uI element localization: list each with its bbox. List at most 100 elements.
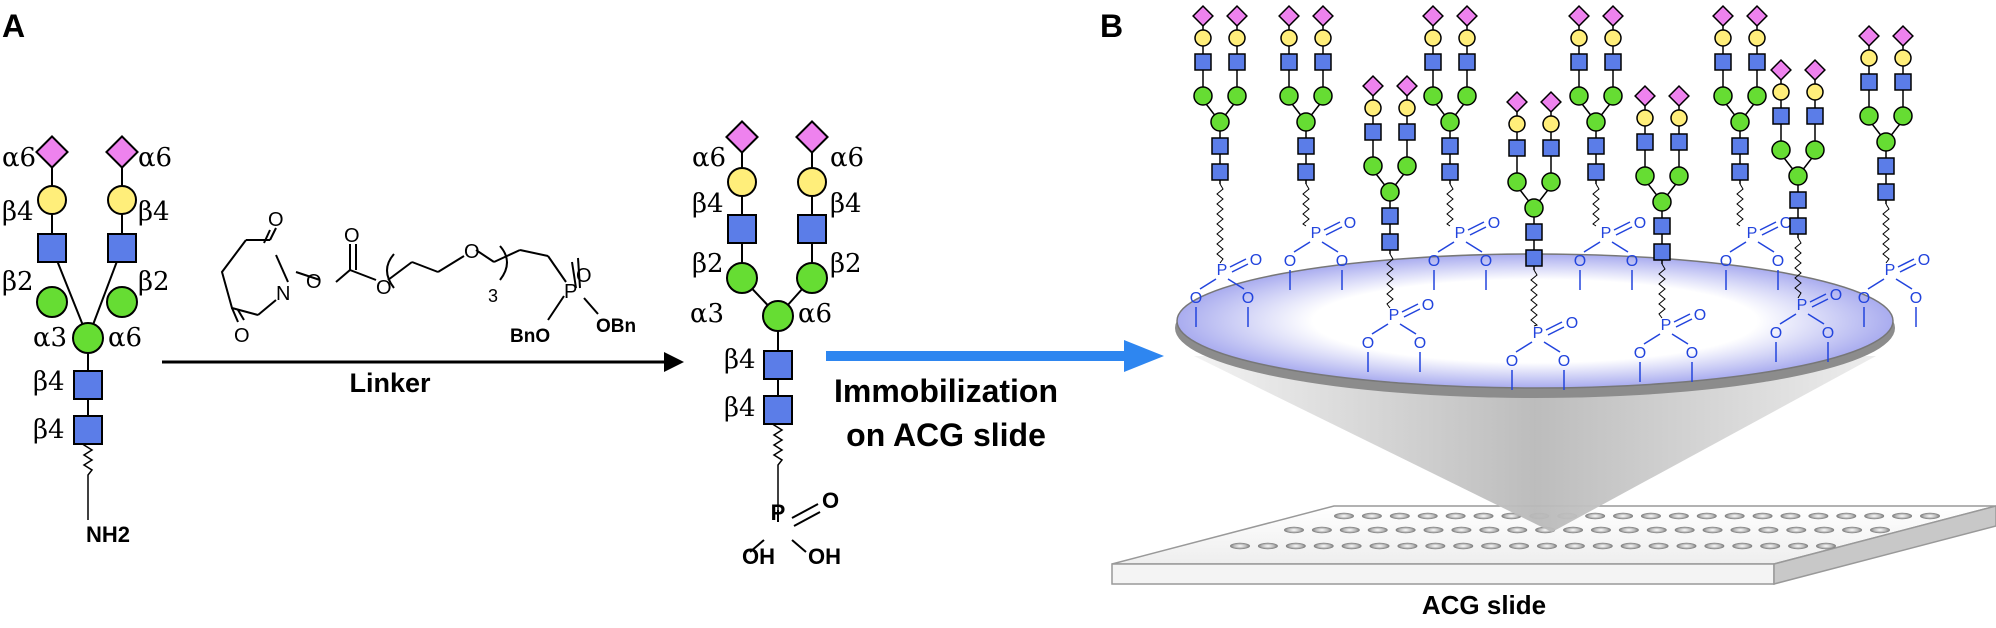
bond — [1437, 241, 1455, 253]
linkage-label: β2 — [692, 249, 724, 279]
mannose-circle — [1507, 172, 1527, 192]
bond — [1543, 341, 1561, 353]
slide-well — [1592, 542, 1613, 550]
slide-well — [1590, 526, 1611, 534]
glcnac-square — [1228, 53, 1246, 71]
galactose-circle — [1636, 109, 1654, 127]
galactose-circle — [1424, 29, 1442, 47]
slide-well — [1814, 526, 1835, 534]
double-bond — [1673, 313, 1691, 323]
phosphorus-atom: P — [1455, 225, 1466, 242]
slide-well — [1341, 542, 1362, 550]
slide-well — [1646, 526, 1667, 534]
glcnac-square — [1653, 243, 1671, 261]
glcnac-square — [1877, 157, 1895, 175]
slide-well — [1284, 526, 1304, 534]
sialic-acid-diamond — [1226, 5, 1248, 27]
double-bond — [1675, 318, 1693, 328]
mannose-circle — [1457, 86, 1477, 106]
slide-well — [1864, 512, 1885, 520]
slide-well — [1230, 542, 1250, 550]
mannose-circle — [1876, 132, 1896, 152]
bond — [1757, 241, 1775, 253]
oxygen-atom: O — [1918, 252, 1930, 269]
double-bond — [1401, 303, 1419, 313]
mannose-circle — [1380, 182, 1400, 202]
galactose-circle — [727, 167, 757, 197]
slide-well — [1507, 526, 1528, 534]
slide-well — [1369, 542, 1390, 550]
glcnac-square — [1653, 217, 1671, 235]
mannose-circle — [1210, 112, 1230, 132]
linkage-label: α6 — [108, 323, 142, 353]
mannose-circle — [762, 300, 794, 332]
glcnac-square — [1894, 73, 1912, 91]
panel-label-a: A — [2, 8, 25, 44]
mannose-circle — [1603, 86, 1623, 106]
spacer — [1302, 183, 1310, 227]
linkage-label: β2 — [830, 249, 862, 279]
linker-bonds — [220, 227, 599, 323]
galactose-circle — [1228, 29, 1246, 47]
magnification-cone — [1194, 356, 1876, 532]
oxygen-atom: O — [1558, 353, 1570, 370]
reaction-arrow — [162, 352, 684, 372]
double-bond — [1809, 293, 1827, 303]
glcnac-square — [1670, 133, 1688, 151]
oxygen-atom: O — [1822, 325, 1834, 342]
glcnac-square — [1441, 163, 1459, 181]
slide-well — [1730, 526, 1751, 534]
double-bond — [1231, 263, 1249, 273]
slide-label: ACG slide — [1422, 590, 1546, 620]
mannose-circle — [1586, 112, 1606, 132]
glcnac-square — [1789, 217, 1807, 235]
linkage-label: α3 — [33, 323, 67, 353]
oxygen-atom: O — [1414, 335, 1426, 352]
double-bond — [1467, 221, 1485, 231]
glcnac-square — [1458, 53, 1476, 71]
mannose-circle — [72, 322, 104, 354]
immobilization-arrow — [826, 340, 1164, 372]
oxygen-atom: O — [1780, 215, 1792, 232]
glycan-structure-product: α6 α6 β4 β4 β2 β2 α3 α6 β4 β4 P O OH OH — [690, 120, 864, 569]
slide-well — [1395, 526, 1416, 534]
galactose-circle — [1772, 83, 1790, 101]
glcnac-square — [37, 233, 67, 263]
mannose-circle — [1313, 86, 1333, 106]
sialic-acid-diamond — [1540, 91, 1562, 113]
oxygen-atom: O — [1858, 290, 1870, 307]
slide-well — [1417, 512, 1438, 520]
double-bond — [1759, 221, 1777, 231]
atom-label: O — [268, 209, 284, 231]
mannose-circle — [1569, 86, 1589, 106]
mannose-circle — [1363, 156, 1383, 176]
mannose-circle — [1893, 106, 1913, 126]
atom-label: OBn — [596, 316, 636, 337]
phosphorus-atom: P — [1885, 262, 1896, 279]
slide-well — [1536, 542, 1557, 550]
slide-well — [1618, 526, 1639, 534]
slide-well — [1585, 512, 1606, 520]
glcnac-square — [1877, 183, 1895, 201]
spacer — [1882, 203, 1890, 264]
glcnac-square — [1297, 163, 1315, 181]
bond — [1867, 278, 1885, 290]
atom-label: O — [464, 241, 480, 263]
atom-label: O — [344, 225, 360, 247]
slide-well — [1563, 526, 1584, 534]
glcnac-square — [1424, 53, 1442, 71]
atom-label: P — [564, 281, 577, 303]
slide-well — [1696, 512, 1717, 520]
slide-well — [1564, 542, 1585, 550]
galactose-circle — [1364, 99, 1382, 117]
galactose-circle — [1670, 109, 1688, 127]
glcnac-square — [727, 214, 757, 244]
sialic-acid-diamond — [1278, 5, 1300, 27]
oxygen-atom: O — [1506, 353, 1518, 370]
galactose-circle — [1860, 49, 1878, 67]
sialic-acid-diamond — [35, 135, 69, 169]
atom-label: O — [306, 271, 322, 293]
linkage-label: β2 — [138, 267, 170, 297]
